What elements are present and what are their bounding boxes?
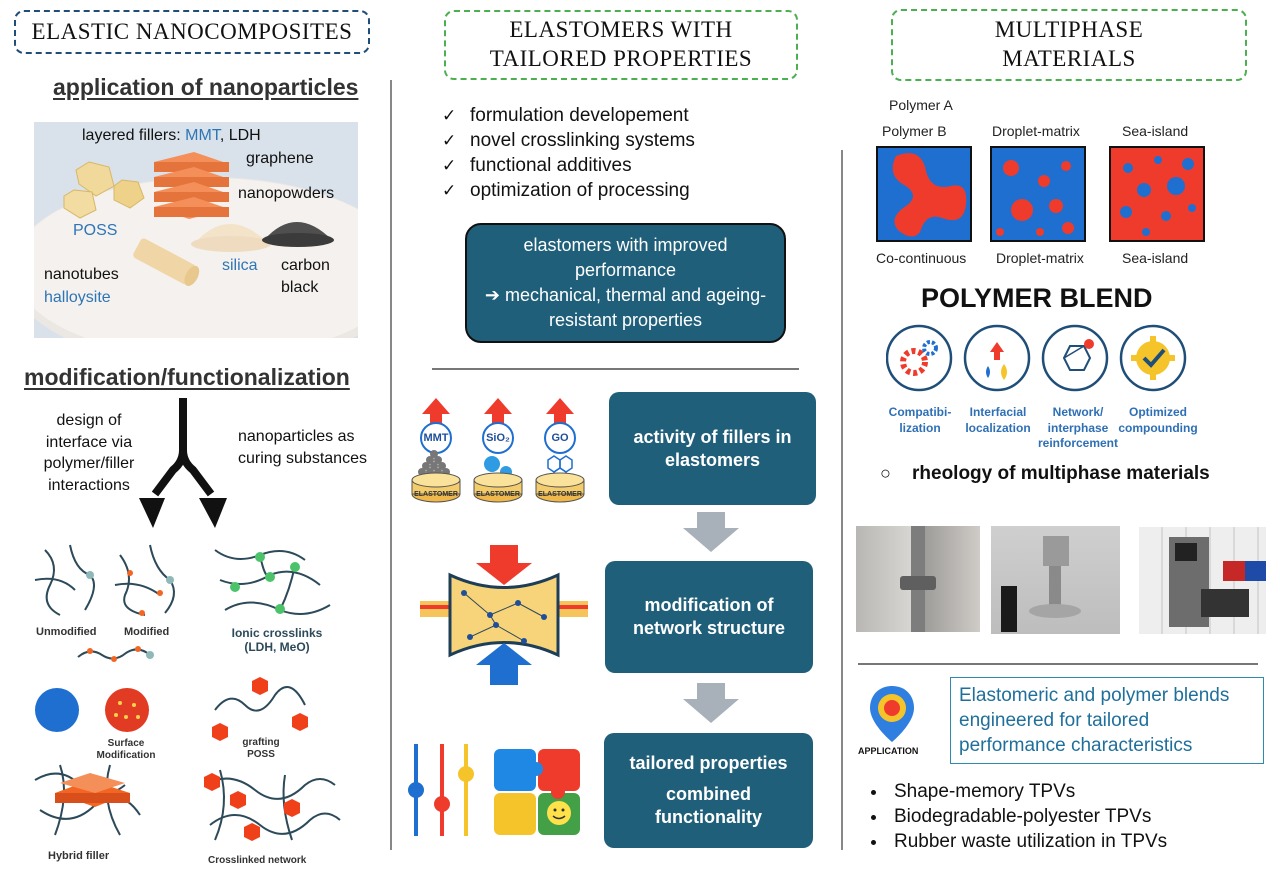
nanotubes-label: nanotubes [44, 266, 119, 283]
sea-top-label: Sea-island [1122, 123, 1189, 139]
modification-title: modification/functionalization [24, 364, 350, 390]
middle-header: ELASTOMERS WITH TAILORED PROPERTIES [444, 10, 798, 80]
sliders-icon [408, 744, 474, 836]
application-item: Rubber waste utilization in TPVs [888, 829, 1167, 854]
network-reinforcement-caption: Network/ interphase reinforcement [1037, 405, 1119, 451]
halloysite-label: halloysite [44, 289, 111, 306]
tailored-line1: tailored properties [629, 753, 788, 773]
application-item: Shape-memory TPVs [888, 779, 1167, 804]
rheometer-photo-3 [1139, 527, 1266, 634]
left-header-text: ELASTIC NANOCOMPOSITES [31, 18, 353, 44]
tailored-box: tailored properties combined functionali… [604, 733, 813, 848]
polymer-a-label: Polymer A [889, 97, 953, 113]
rheology-bullet: ○ [880, 463, 891, 483]
sio2-filler-label: SiO₂ [486, 432, 510, 444]
right-header: MULTIPHASE MATERIALS [891, 9, 1247, 81]
modified-label: Modified [124, 626, 170, 638]
rheology-label: rheology of multiphase materials [912, 463, 1210, 484]
middle-header-text: ELASTOMERS WITH TAILORED PROPERTIES [489, 17, 753, 71]
elastomer-label: ELASTOMER [414, 491, 458, 498]
silica-label: silica [222, 257, 258, 274]
surface-mod-label: Surface Modification [96, 738, 156, 761]
engineered-box: Elastomeric and polymer blends engineere… [950, 677, 1264, 764]
unmodified-label: Unmodified [36, 626, 97, 638]
poss-label: POSS [73, 222, 118, 239]
divider-left [390, 80, 392, 850]
down-arrow-icon [683, 683, 739, 723]
grafting-label: grafting POSS [242, 737, 280, 760]
carbon-black-label: carbon black [281, 257, 330, 296]
engineered-text: Elastomeric and polymer blends engineere… [959, 685, 1230, 756]
check-list: formulation developement novel crosslink… [442, 103, 695, 203]
droplet-top-label: Droplet-matrix [992, 123, 1080, 139]
divider-right [841, 150, 843, 850]
polymer-blend-title: POLYMER BLEND [921, 283, 1153, 313]
right-separator [858, 663, 1258, 665]
design-interface-label: design of interface via polymer/filler i… [43, 412, 135, 494]
filler-activity-icon [411, 398, 585, 503]
split-arrow-icon [139, 398, 227, 528]
check-item: functional additives [442, 153, 695, 178]
elastomer-label: ELASTOMER [476, 491, 520, 498]
graphene-label: graphene [246, 150, 314, 167]
crosslinked-label: Crosslinked network [208, 855, 307, 866]
rheometer-photo-2 [991, 526, 1120, 634]
application-label: APPLICATION [858, 746, 919, 756]
network-box: modification of network structure [605, 561, 813, 673]
blend-strategy-icons [886, 324, 1187, 392]
check-item: optimization of processing [442, 178, 695, 203]
left-header: ELASTIC NANOCOMPOSITES [14, 10, 370, 54]
blend-morphologies [876, 146, 1205, 242]
network-text: modification of network structure [632, 595, 786, 638]
ldh-label: , LDH [219, 127, 261, 144]
check-item: novel crosslinking systems [442, 128, 695, 153]
sea-bottom-label: Sea-island [1122, 250, 1189, 266]
polymer-b-label: Polymer B [882, 123, 947, 139]
compatibilization-caption: Compatibi-lization [888, 405, 952, 435]
rheometer-photo-1 [856, 526, 980, 632]
mmt-filler-label: MMT [423, 432, 449, 444]
application-list: Shape-memory TPVs Biodegradable-polyeste… [866, 779, 1167, 854]
improved-performance-box: elastomers with improved performance ➔ m… [465, 223, 786, 343]
activity-box: activity of fillers in elastomers [609, 392, 816, 505]
go-filler-label: GO [551, 432, 569, 444]
middle-separator [432, 368, 799, 370]
optimized-compounding-caption: Optimized compounding [1118, 405, 1198, 435]
curing-label: nanoparticles as curing substances [238, 428, 367, 467]
nanoparticle-panel [34, 122, 358, 338]
layered-fillers-label: layered fillers: MMT, LDH [82, 125, 261, 147]
nanopowders-label: nanopowders [238, 185, 335, 202]
ionic-label: Ionic crosslinks (LDH, MeO) [231, 626, 323, 655]
check-item: formulation developement [442, 103, 695, 128]
network-compression-icon [420, 545, 588, 685]
application-title: application of nanoparticles [53, 74, 359, 100]
layered-fillers-prefix: layered fillers: [82, 127, 186, 144]
elastomer-label: ELASTOMER [538, 491, 582, 498]
droplet-bottom-label: Droplet-matrix [996, 250, 1084, 266]
down-arrow-icon [683, 512, 739, 552]
tailored-line2: combined functionality [655, 784, 762, 827]
puzzle-icon [494, 749, 580, 835]
application-pin-icon [870, 686, 914, 742]
nanoparticle-illustration [34, 152, 358, 338]
hybrid-label: Hybrid filler [48, 850, 110, 862]
mmt-label: MMT [185, 127, 220, 144]
network-illustrations [34, 544, 341, 841]
cocontinuous-label: Co-continuous [876, 250, 967, 266]
improved-line1: elastomers with improved performance [523, 235, 728, 280]
activity-text: activity of fillers in elastomers [633, 426, 792, 470]
improved-line2: ➔ mechanical, thermal and ageing-resista… [484, 285, 767, 330]
interfacial-caption: Interfacial localization [965, 405, 1031, 435]
right-header-text: MULTIPHASE MATERIALS [994, 17, 1144, 71]
application-item: Biodegradable-polyester TPVs [888, 804, 1167, 829]
